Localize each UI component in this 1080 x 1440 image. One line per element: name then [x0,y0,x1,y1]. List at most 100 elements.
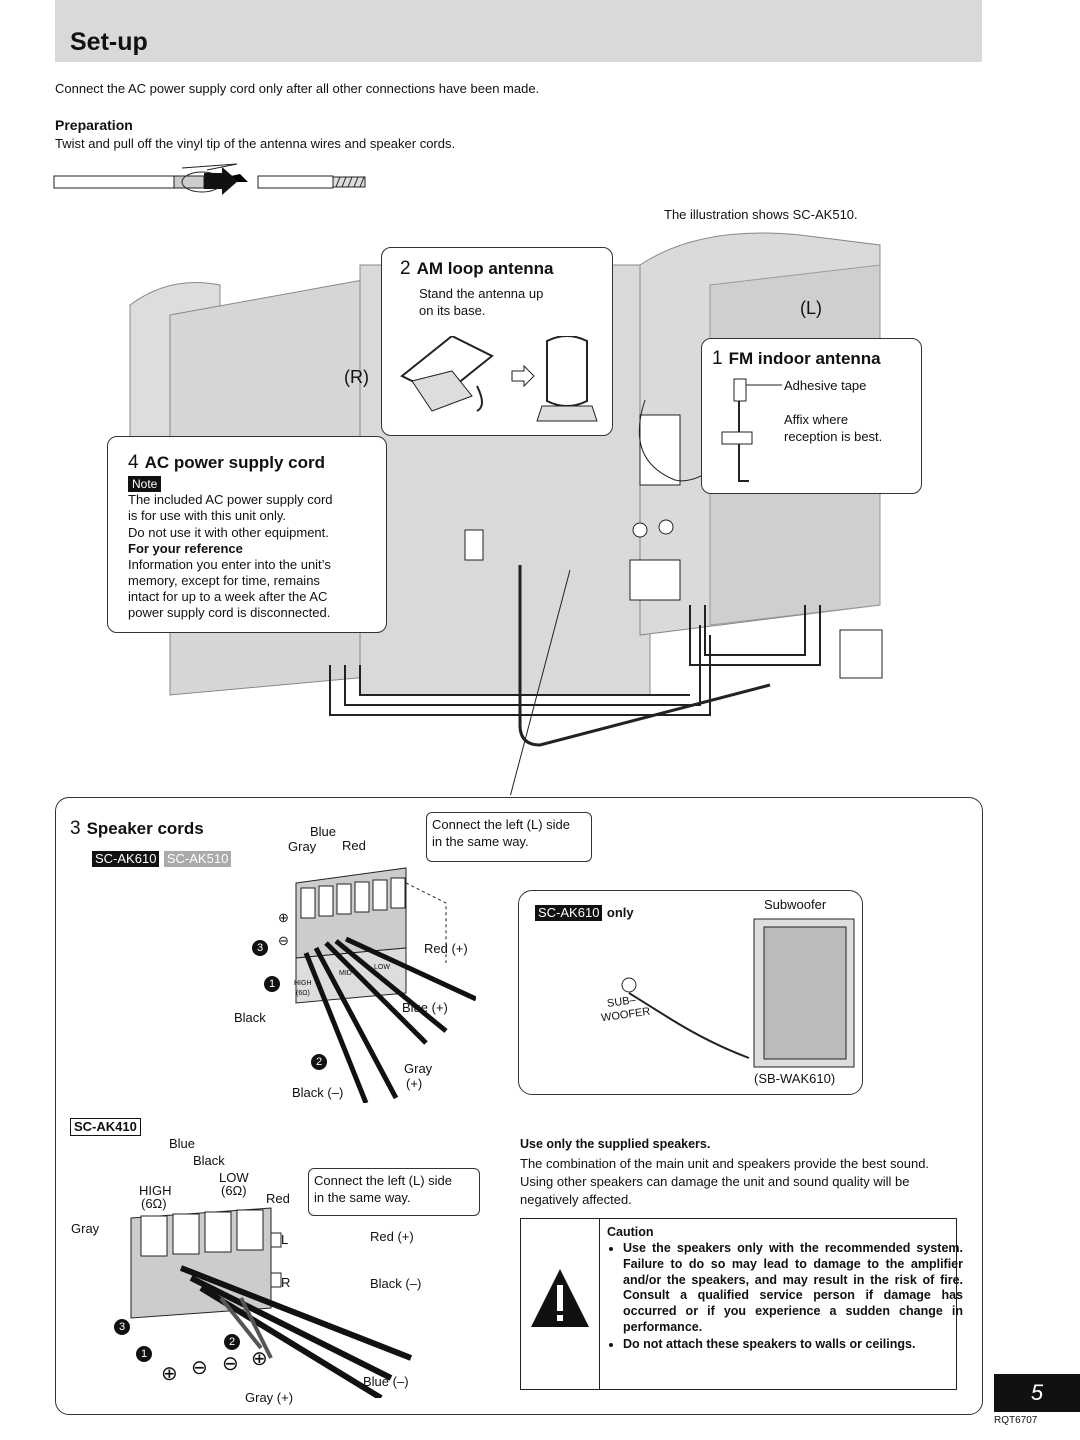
ak410-minus-2: ⊖ [222,1353,239,1375]
label-blue: Blue [310,824,337,839]
speaker-cords-panel: 3 Speaker cords SC-AK610 SC-AK510 Blue Gr… [55,797,983,1415]
am-antenna-text-2: on its base. [419,303,486,318]
fm-antenna-box: 1 FM indoor antenna Adhesive tape Affix w… [701,338,922,494]
supplied-heading: Use only the supplied speakers. [520,1137,711,1151]
reference-heading: For your reference [128,541,243,556]
ak610-terminal-illustration [295,867,476,1103]
note-tag: Note [128,476,162,492]
am-antenna-illustration [400,336,598,422]
ak410-step2: 2 [224,1334,240,1350]
connect-left-box: Connect the left (L) side in the same wa… [426,812,592,862]
connect-left-1: Connect the left (L) side [432,817,571,832]
caution-list: Use the speakers only with the recommend… [607,1241,963,1354]
intro-text: Connect the AC power supply cord only af… [55,81,540,96]
ak410-connect-left-2: in the same way. [314,1190,411,1205]
model-ak610-tag: SC-AK610 [92,851,160,867]
label-red-plus: Red (+) [424,941,468,956]
am-antenna-text-1: Stand the antenna up [419,286,544,301]
ac-line-2: is for use with this unit only. [128,508,286,523]
supplied-line-1: The combination of the main unit and spe… [520,1156,930,1171]
step3-marker: 3 [252,940,268,956]
ak410-gray-plus: Gray (+) [245,1390,294,1405]
label-red: Red [342,838,366,853]
ak410-high: HIGH [139,1183,172,1198]
page-number: 5 [994,1374,1080,1412]
ak410-blue: Blue [169,1136,196,1151]
am-antenna-box: 2 AM loop antenna Stand the antenna up on… [381,247,613,436]
ak410-gray: Gray [71,1221,100,1236]
ak410-label-r: R [281,1275,291,1290]
ref-line-1: Information you enter into the unit’s [128,557,331,572]
adhesive-tape-label: Adhesive tape [784,378,867,393]
minus-mark: ⊖ [278,933,289,948]
caution-box: Caution Use the speakers only with the r… [520,1218,963,1390]
ak410-label-l: L [281,1232,289,1247]
subwoofer-only: only [606,905,634,920]
label-gray-cord: Gray [404,1061,433,1076]
terminal-low: LOW [374,964,390,971]
label-gray: Gray [288,839,317,854]
left-speaker-label: (L) [800,298,822,318]
plus-mark: ⊕ [278,910,289,925]
title-bar [55,0,982,62]
terminal-high: HIGH [294,980,312,987]
label-black-minus: Black (–) [292,1085,344,1100]
document-code: RQT6707 [994,1415,1038,1426]
am-step-number: 2 [400,258,411,279]
ak410-blue-minus: Blue (–) [363,1374,409,1389]
right-speaker-label: (R) [344,367,369,387]
fm-step-number: 1 [712,348,723,369]
ak410-red-plus: Red (+) [370,1229,414,1244]
affix-text-2: reception is best. [784,429,883,444]
label-blue-plus: Blue (+) [402,1000,448,1015]
fm-antenna-illustration [721,378,782,482]
ac-line-1: The included AC power supply cord [128,492,333,507]
subwoofer-model-name: (SB-WAK610) [754,1071,836,1086]
subwoofer-model-tag: SC-AK610 [535,905,603,921]
ak410-connect-left-1: Connect the left (L) side [314,1173,453,1188]
speaker-cords-title: Speaker cords [86,819,204,838]
subwoofer-title: Subwoofer [764,897,827,912]
ac-step-number: 4 [128,452,139,473]
preparation-heading: Preparation [55,117,133,133]
step1-marker: 1 [264,976,280,992]
ak410-connect-left-box: Connect the left (L) side in the same wa… [308,1168,480,1216]
model-ak410-tag: SC-AK410 [70,1118,141,1136]
preparation-text: Twist and pull off the vinyl tip of the … [55,136,456,151]
label-black: Black [234,1010,266,1025]
step2-marker: 2 [311,1054,327,1070]
fm-antenna-title: FM indoor antenna [728,349,881,368]
ak410-red: Red [266,1191,290,1206]
terminal-ohm: (6Ω) [296,990,310,997]
ref-line-2: memory, except for time, remains [128,573,320,588]
warning-icon [531,1269,589,1327]
ak410-low: LOW [219,1170,249,1185]
ak410-black: Black [193,1153,225,1168]
terminal-mid: MID [339,970,352,977]
affix-text-1: Affix where [784,412,849,427]
connect-left-2: in the same way. [432,834,529,849]
page-title: Set-up [70,28,148,56]
caution-item: Do not attach these speakers to walls or… [623,1337,963,1353]
illustration-note: The illustration shows SC-AK510. [664,207,858,222]
supplied-line-2: Using other speakers can damage the unit… [520,1174,910,1189]
subwoofer-illustration [621,918,855,1068]
speaker-step-number: 3 [70,818,81,839]
caution-heading: Caution [607,1225,654,1239]
ak410-plus-1: ⊕ [161,1363,178,1385]
subwoofer-box: SC-AK610 only Subwoofer SUB– WOOFER (SB-… [518,890,863,1095]
caution-icon-cell [521,1219,600,1389]
caution-item: Use the speakers only with the recommend… [623,1241,963,1336]
ak410-high-ohm: (6Ω) [141,1196,167,1211]
ak410-minus-1: ⊖ [191,1357,208,1379]
wire-prep-illustration [53,163,366,195]
ac-cord-title: AC power supply cord [144,453,325,472]
supplied-line-3: negatively affected. [520,1192,632,1207]
model-ak510-tag: SC-AK510 [163,851,232,867]
am-antenna-title: AM loop antenna [416,259,554,278]
ref-line-3: intact for up to a week after the AC [128,589,328,604]
ac-cord-box: 4 AC power supply cord Note The included … [107,436,387,633]
ref-line-4: power supply cord is disconnected. [128,605,331,620]
ak410-black-minus: Black (–) [370,1276,422,1291]
ak410-step3: 3 [114,1319,130,1335]
